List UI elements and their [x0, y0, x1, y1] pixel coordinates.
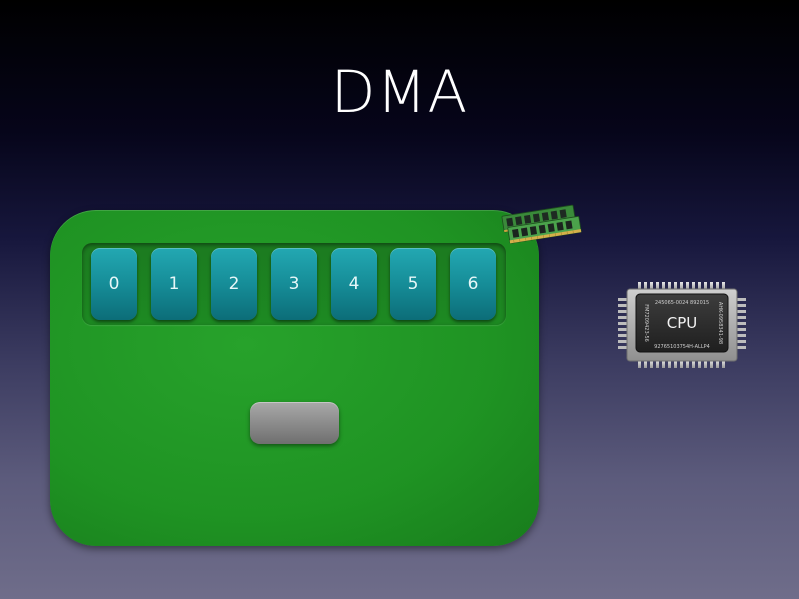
slide-title: DMA	[330, 58, 469, 126]
buffer-slot-6: 6	[450, 248, 496, 320]
buffer-slot-4: 4	[331, 248, 377, 320]
cpu-left-text: FM7209423-56	[643, 304, 649, 342]
cpu-chip-icon: 245065-0024 892015 92765103754H-ALLP4 FM…	[618, 282, 746, 368]
buffer-slot-2: 2	[211, 248, 257, 320]
buffer-slot-5: 5	[390, 248, 436, 320]
buffer-slot-1: 1	[151, 248, 197, 320]
dma-controller-block	[250, 402, 339, 444]
cpu-right-text: AHK-0958341-98	[717, 302, 723, 344]
cpu-bottom-text: 92765103754H-ALLP4	[654, 344, 710, 350]
buffer-slot-0: 0	[91, 248, 137, 320]
buffer-slot-3: 3	[271, 248, 317, 320]
ram-module-icon	[501, 204, 582, 244]
cpu-label: CPU	[667, 314, 698, 332]
cpu-top-text: 245065-0024 892015	[655, 300, 709, 306]
